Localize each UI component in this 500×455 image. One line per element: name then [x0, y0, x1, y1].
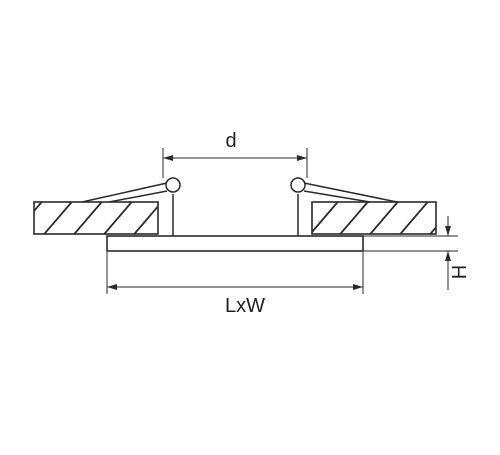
label-h: H [449, 265, 471, 279]
ceiling-panel-right [311, 201, 437, 235]
spring-clip-right [290, 177, 398, 236]
label-lxw: LxW [225, 295, 265, 317]
spring-clip-left [81, 177, 181, 236]
ceiling-panel-left [33, 201, 159, 235]
dimension-h [363, 216, 458, 290]
label-d: d [225, 130, 236, 152]
dimension-d [162, 148, 308, 178]
fixture-trim-plate [106, 235, 364, 252]
dimension-lxw [106, 252, 364, 294]
